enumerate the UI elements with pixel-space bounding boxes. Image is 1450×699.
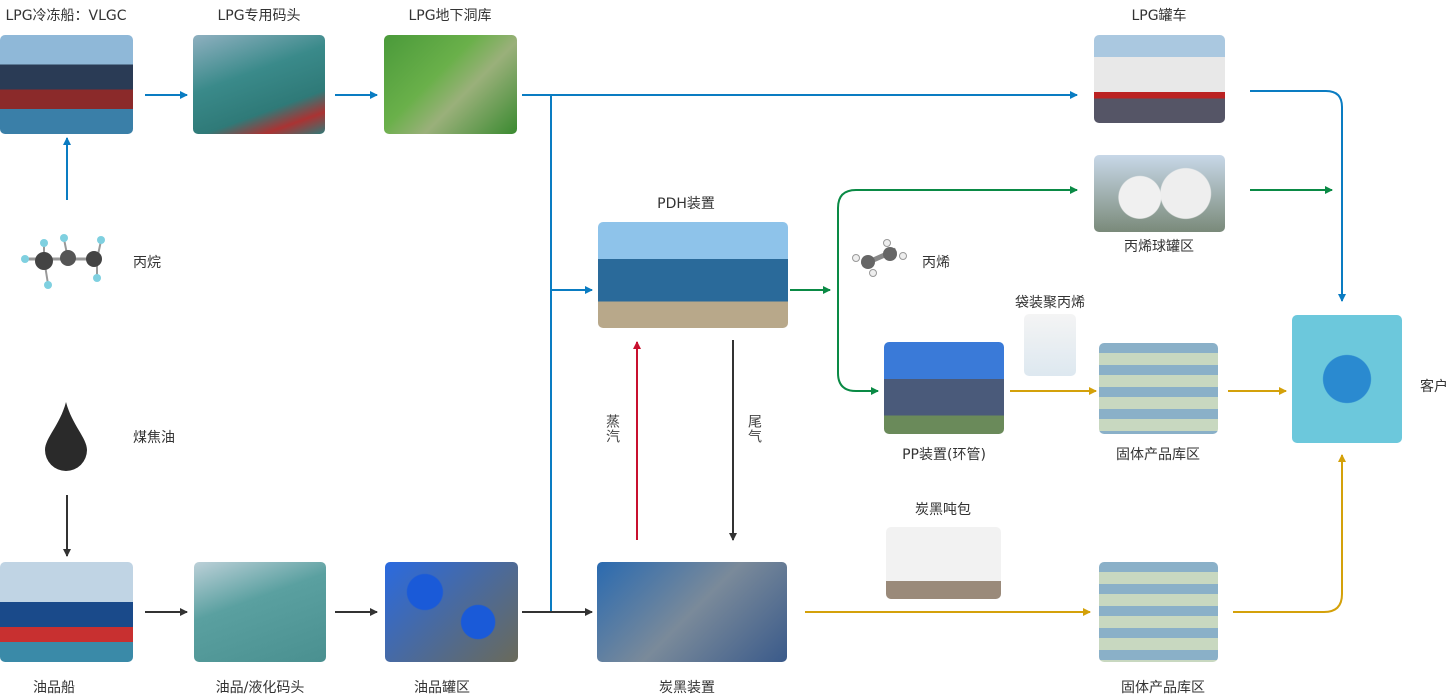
propylene-molecule-icon xyxy=(852,239,907,277)
underground-label: LPG地下洞库 xyxy=(408,8,492,24)
bagged-pp-image xyxy=(1024,314,1076,376)
coal-tar-label: 煤焦油 xyxy=(133,430,175,446)
propane-molecule-icon xyxy=(21,234,105,289)
carbon-black-unit-image xyxy=(597,562,787,662)
propane-label: 丙烷 xyxy=(133,255,161,271)
lpg-truck-label: LPG罐车 xyxy=(1131,8,1187,24)
pdh-unit-image xyxy=(598,222,788,328)
oil-tanks-image xyxy=(385,562,518,662)
lpg-dock-label: LPG专用码头 xyxy=(217,8,301,24)
vlgc-image xyxy=(0,35,133,134)
vlgc-label: LPG冷冻船：VLGC xyxy=(5,8,127,24)
arrow-truck-to-customer xyxy=(1250,90,1346,302)
arrow-warehouse2-to-customer xyxy=(1233,454,1346,613)
propylene-tanks-image xyxy=(1094,155,1225,232)
carbon-black-bags-label: 炭黑吨包 xyxy=(915,502,971,518)
steam-label: 蒸汽 xyxy=(604,414,620,444)
oil-ship-image xyxy=(0,562,133,662)
carbon-black-unit-label: 炭黑装置 xyxy=(659,680,715,696)
propylene-tanks-label: 丙烯球罐区 xyxy=(1124,239,1194,255)
oil-dock-label: 油品/液化码头 xyxy=(215,680,305,696)
solid-warehouse-1-label: 固体产品库区 xyxy=(1116,447,1200,463)
oil-ship-label: 油品船 xyxy=(33,680,75,696)
oil-drop-icon xyxy=(45,402,87,471)
solid-warehouse-1-image xyxy=(1099,343,1218,434)
customer-image xyxy=(1292,315,1402,443)
pdh-label: PDH装置 xyxy=(657,196,715,212)
pp-unit-label: PP装置(环管) xyxy=(902,447,986,463)
pp-unit-image xyxy=(884,342,1004,434)
lpg-truck-image xyxy=(1094,35,1225,123)
oil-tanks-label: 油品罐区 xyxy=(414,680,470,696)
tail-gas-label: 尾气 xyxy=(746,414,762,444)
bagged-pp-label: 袋装聚丙烯 xyxy=(1015,295,1085,311)
solid-warehouse-2-label: 固体产品库区 xyxy=(1121,680,1205,696)
carbon-black-bags-image xyxy=(886,527,1001,599)
lpg-dock-image xyxy=(193,35,325,134)
arrow-to-propylene-tanks xyxy=(837,189,1075,395)
underground-storage-image xyxy=(384,35,517,134)
propylene-label: 丙烯 xyxy=(922,255,950,271)
oil-dock-image xyxy=(194,562,326,662)
solid-warehouse-2-image xyxy=(1099,562,1218,662)
customer-label: 客户 xyxy=(1420,379,1448,395)
